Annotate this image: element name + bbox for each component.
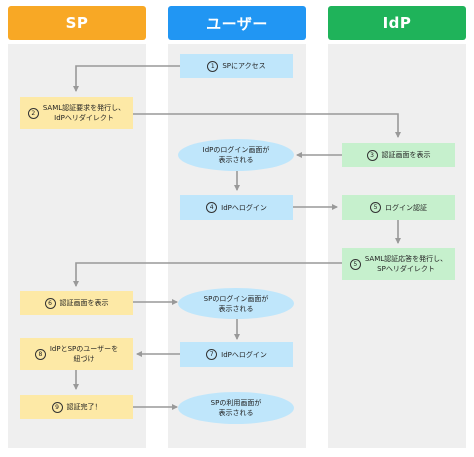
step-label: SAML認証応答を発行し、 SPへリダイレクト <box>364 255 448 273</box>
step-7-login-idp: 7 IdPへログイン <box>180 342 293 367</box>
step-1-access-sp: 1 SPにアクセス <box>180 54 293 78</box>
step-number: 1 <box>207 60 219 72</box>
step-label: IdPとSPのユーザーを 紐づけ <box>49 345 119 363</box>
lane-idp-background <box>328 44 466 448</box>
step-label: IdPへログイン <box>221 350 267 359</box>
step-label: SAML認証要求を発行し、 IdPへリダイレクト <box>42 104 126 122</box>
step-number: 7 <box>206 349 218 360</box>
screen-label: IdPのログイン画面が 表示される <box>202 146 270 164</box>
step-5-login-authentication: 5 ログイン認証 <box>342 195 455 220</box>
step-number: 9 <box>51 401 63 413</box>
arrow-2-to-3 <box>133 113 401 138</box>
step-2-saml-request: 2 SAML認証要求を発行し、 IdPへリダイレクト <box>20 97 133 129</box>
step-label: 認証画面を表示 <box>381 151 431 159</box>
step-number: 5 <box>370 202 381 213</box>
step-number: 3 <box>366 149 378 161</box>
lane-header-sp: SP <box>8 6 146 40</box>
step-label: 認証画面を表示 <box>59 299 109 307</box>
screen-sp-login-shown: SPのログイン画面が 表示される <box>178 288 294 319</box>
step-6-show-auth-screen: 6 認証画面を表示 <box>20 291 133 315</box>
step-3-show-auth-screen: 3 認証画面を表示 <box>342 143 455 167</box>
screen-sp-usage-shown: SPの利用画面が 表示される <box>178 392 294 424</box>
step-5-saml-response: 5 SAML認証応答を発行し、 SPへリダイレクト <box>342 248 455 280</box>
step-9-auth-complete: 9 認証完了！ <box>20 395 133 419</box>
screen-idp-login-shown: IdPのログイン画面が 表示される <box>178 139 294 171</box>
lane-header-user: ユーザー <box>168 6 306 40</box>
step-label: 認証完了！ <box>66 403 102 411</box>
lane-header-idp: IdP <box>328 6 466 40</box>
step-label: ログイン認証 <box>385 203 427 212</box>
screen-label: SPのログイン画面が 表示される <box>203 294 269 313</box>
step-number: 5 <box>349 258 361 270</box>
step-label: SPにアクセス <box>222 62 266 70</box>
step-number: 6 <box>44 297 56 309</box>
step-number: 4 <box>206 202 218 213</box>
arrow-5b-to-6 <box>73 262 342 287</box>
screen-label: SPの利用画面が 表示される <box>210 399 262 417</box>
step-number: 2 <box>27 107 39 119</box>
step-4-login-idp: 4 IdPへログイン <box>180 195 293 220</box>
arrow-1-to-2 <box>73 65 180 92</box>
step-number: 8 <box>34 348 46 360</box>
lane-user-background <box>168 44 306 448</box>
step-label: IdPへログイン <box>221 203 267 212</box>
step-8-link-users: 8 IdPとSPのユーザーを 紐づけ <box>20 338 133 370</box>
